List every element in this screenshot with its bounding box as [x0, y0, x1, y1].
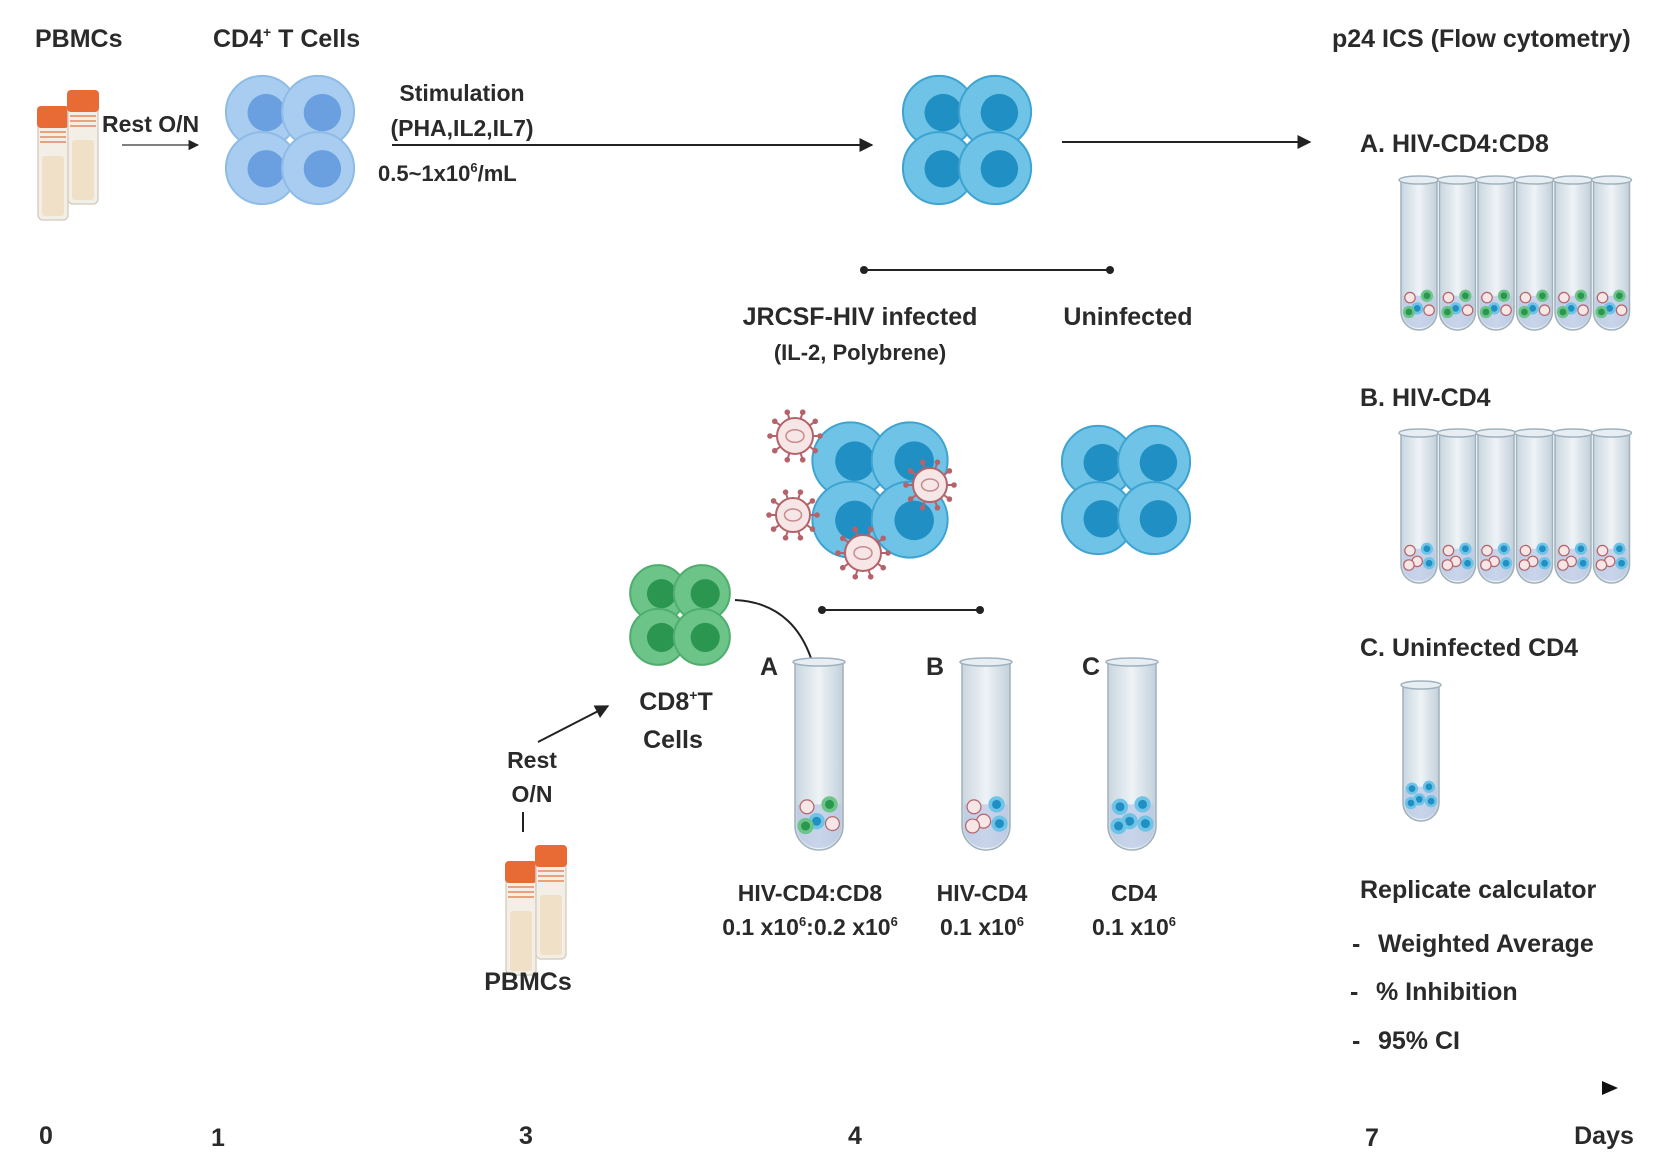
rest-label-line1: Rest	[507, 747, 557, 773]
hiv-virus-icons	[766, 409, 957, 580]
timeline-unit-label: Days	[1574, 1122, 1634, 1150]
condition-tubes: A HIV-CD4:CD8 0.1 x106:0.2 x106 B HIV-CD4 0.1…	[722, 653, 1176, 940]
cd8-isolation-arrow	[537, 705, 610, 743]
infected-reagents-label: (IL-2, Polybrene)	[774, 340, 946, 365]
timeline-tick-3: 3	[519, 1122, 533, 1150]
condition-amount: 0.1 x106:0.2 x106	[722, 914, 898, 940]
calculator-bullet-1: -	[1352, 930, 1360, 958]
rest-label-line2: O/N	[512, 781, 553, 807]
test-tube-icon	[1398, 175, 1440, 331]
activated-cd4-cells-icon	[901, 74, 1033, 206]
cd4-cells-label: CD4+ T Cells	[213, 24, 360, 53]
concentration-label: 0.5~1x106/mL	[378, 160, 517, 186]
hiv-virus-icon	[835, 526, 891, 580]
test-tube-icon	[1552, 175, 1594, 331]
calculator-item-2: % Inhibition	[1376, 978, 1518, 1006]
test-tube-icon	[1513, 175, 1556, 331]
readout-label: A. HIV-CD4:CD8	[1360, 130, 1549, 158]
test-tube-icon	[1400, 680, 1442, 822]
hiv-virus-icon	[903, 459, 957, 511]
condition-name: HIV-CD4	[937, 880, 1028, 906]
timeline-tick-7: 7	[1365, 1124, 1379, 1152]
timeline-tick-1: 1	[211, 1124, 225, 1152]
cd8-cells-label-line1: CD8+T	[639, 687, 712, 716]
uninfected-cd4-cells-icon	[1060, 424, 1192, 556]
calculator-item-3: 95% CI	[1378, 1027, 1460, 1055]
pbmc-tubes-bottom-icon	[505, 845, 567, 976]
hiv-virus-icon	[766, 489, 820, 541]
test-tube-icon	[1590, 175, 1633, 331]
pbmcs-top-label: PBMCs	[35, 25, 123, 53]
stimulation-label: Stimulation	[399, 80, 524, 106]
test-tube-icon	[1513, 428, 1556, 584]
calculator-item-1: Weighted Average	[1378, 930, 1594, 958]
condition-letter-a: A	[760, 653, 778, 681]
timeline: 0 1 3 4 7 Days	[0, 1081, 1634, 1152]
condition-name: CD4	[1111, 880, 1157, 906]
infected-label: JRCSF-HIV infected	[743, 303, 978, 331]
timeline-arrowhead	[1602, 1081, 1618, 1095]
test-tube-icon	[1398, 428, 1440, 584]
rest-overnight-top-label: Rest O/N	[102, 111, 199, 137]
test-tube-icon	[792, 657, 846, 851]
timeline-tick-0: 0	[39, 1122, 53, 1150]
condition-amount: 0.1 x106	[1092, 914, 1176, 940]
test-tube-icon	[1436, 428, 1479, 584]
test-tube-icon	[1552, 428, 1594, 584]
uninfected-label: Uninfected	[1063, 303, 1192, 331]
cd8-cells-icon	[629, 564, 731, 666]
calculator-bullet-2: -	[1350, 978, 1358, 1006]
pbmcs-bottom-label: PBMCs	[484, 968, 572, 996]
test-tube-icon	[1436, 175, 1479, 331]
test-tube-icon	[959, 657, 1013, 851]
test-tube-icon	[1590, 428, 1633, 584]
condition-name: HIV-CD4:CD8	[738, 880, 883, 906]
hiv-virus-icon	[767, 409, 823, 463]
condition-letter-c: C	[1082, 653, 1100, 681]
test-tube-icon	[1475, 428, 1517, 584]
condition-letter-b: B	[926, 653, 944, 681]
timeline-tick-4: 4	[848, 1122, 862, 1150]
calculator-title: Replicate calculator	[1360, 876, 1596, 904]
test-tube-icon	[1105, 657, 1159, 851]
readout-label: C. Uninfected CD4	[1360, 634, 1578, 662]
test-tube-icon	[1475, 175, 1517, 331]
replicate-calculator: Replicate calculator - Weighted Average …	[1350, 876, 1596, 1055]
calculator-bullet-3: -	[1352, 1027, 1360, 1055]
cd8-cells-label-line2: Cells	[643, 726, 703, 754]
resting-cd4-cells-icon	[224, 74, 356, 206]
pbmc-tubes-top-icon	[37, 90, 99, 221]
readout-racks: A. HIV-CD4:CD8 B. HIV-CD4 C. Uninfected CD…	[1360, 130, 1633, 822]
readout-label: B. HIV-CD4	[1360, 384, 1491, 412]
stimulation-reagents-label: (PHA,IL2,IL7)	[390, 115, 533, 141]
flow-cytometry-title: p24 ICS (Flow cytometry)	[1332, 25, 1631, 53]
condition-amount: 0.1 x106	[940, 914, 1024, 940]
infected-cd4-cells-icon	[811, 421, 949, 559]
split-bracket	[860, 266, 1114, 274]
coculture-bracket	[818, 606, 984, 614]
